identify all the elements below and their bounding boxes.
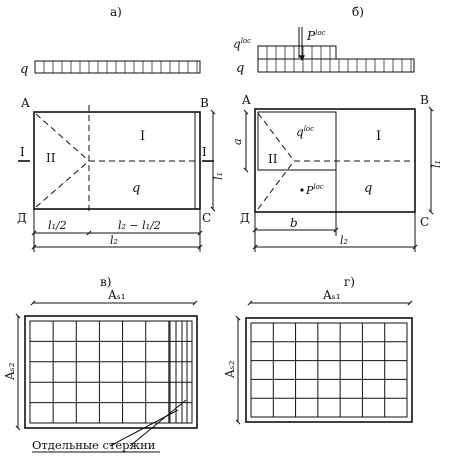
p-loc-label: Ploc (306, 29, 326, 43)
plate-a: I I A B C Д I II q (17, 96, 214, 225)
corner-b-b: B (420, 93, 429, 107)
corner-c-b: C (420, 215, 429, 229)
dimensions-a: l₁/2 l₂ − l₁/2 l₂ l₁ (31, 109, 225, 252)
dim-l2-b: l₂ (340, 234, 348, 247)
zone-q-loc-label: qloc (296, 125, 314, 139)
panel-a-label: а) (110, 5, 122, 19)
panel-b-label: б) (352, 5, 364, 19)
dim-a-label: a (231, 138, 244, 145)
q-loc-label: qloc (233, 37, 251, 51)
panel-g-label: г) (344, 275, 355, 289)
mesh-v (24, 315, 198, 429)
dim-b-label: b (290, 216, 298, 230)
corner-a: A (20, 96, 30, 110)
as1-label-g: Aₛ₁ (322, 288, 341, 302)
local-load-strip: Ploc qloc q (233, 27, 415, 76)
uniform-load-strip: q (20, 60, 201, 77)
dim-l2-minus-l1-half: l₂ − l₁/2 (118, 219, 161, 232)
zone-q-label-b: q (364, 181, 372, 196)
zone-ii-label-b: II (268, 152, 278, 166)
panel-a: а) q I I A B C Д I II q (17, 5, 225, 252)
panel-v: в) Aₛ₁ Aₛ₂ Отдельные стержни (3, 275, 198, 453)
dim-l1-half: l₁/2 (48, 219, 67, 232)
corner-a-b: A (241, 93, 251, 107)
panel-v-label: в) (100, 275, 111, 289)
panel-g: г) Aₛ₁ Aₛ₂ (223, 275, 413, 425)
corner-c: C (202, 211, 211, 225)
zone-i-label-b: I (376, 129, 381, 144)
dim-l1-a: l₁ (212, 172, 225, 180)
load-q-label: q (20, 62, 28, 77)
dim-l1-b: l₁ (430, 160, 443, 168)
dimensions-b: a b l₂ l₁ (231, 106, 443, 252)
as2-label-v: Aₛ₂ (3, 362, 17, 381)
section-mark-right: I (202, 145, 207, 159)
zone-q-label: q (132, 181, 140, 196)
panel-b: б) Ploc qloc q Ploc A B C Д qloc (231, 5, 443, 252)
mesh-g (245, 317, 413, 423)
as2-label-g: Aₛ₂ (223, 360, 237, 379)
dim-l2-a: l₂ (110, 234, 118, 247)
load-q-label-b: q (236, 61, 244, 76)
separate-bars-callout: Отдельные стержни (32, 438, 156, 452)
corner-d: Д (17, 211, 27, 225)
section-mark-left: I (20, 145, 25, 159)
zone-i-label: I (140, 129, 145, 144)
as1-label-v: Aₛ₁ (107, 288, 126, 302)
plate-b: Ploc A B C Д qloc I II q (240, 93, 429, 229)
corner-d-b: Д (240, 211, 250, 225)
corner-b: B (200, 96, 209, 110)
point-p-loc: Ploc (305, 183, 324, 197)
zone-ii-label: II (46, 151, 56, 165)
